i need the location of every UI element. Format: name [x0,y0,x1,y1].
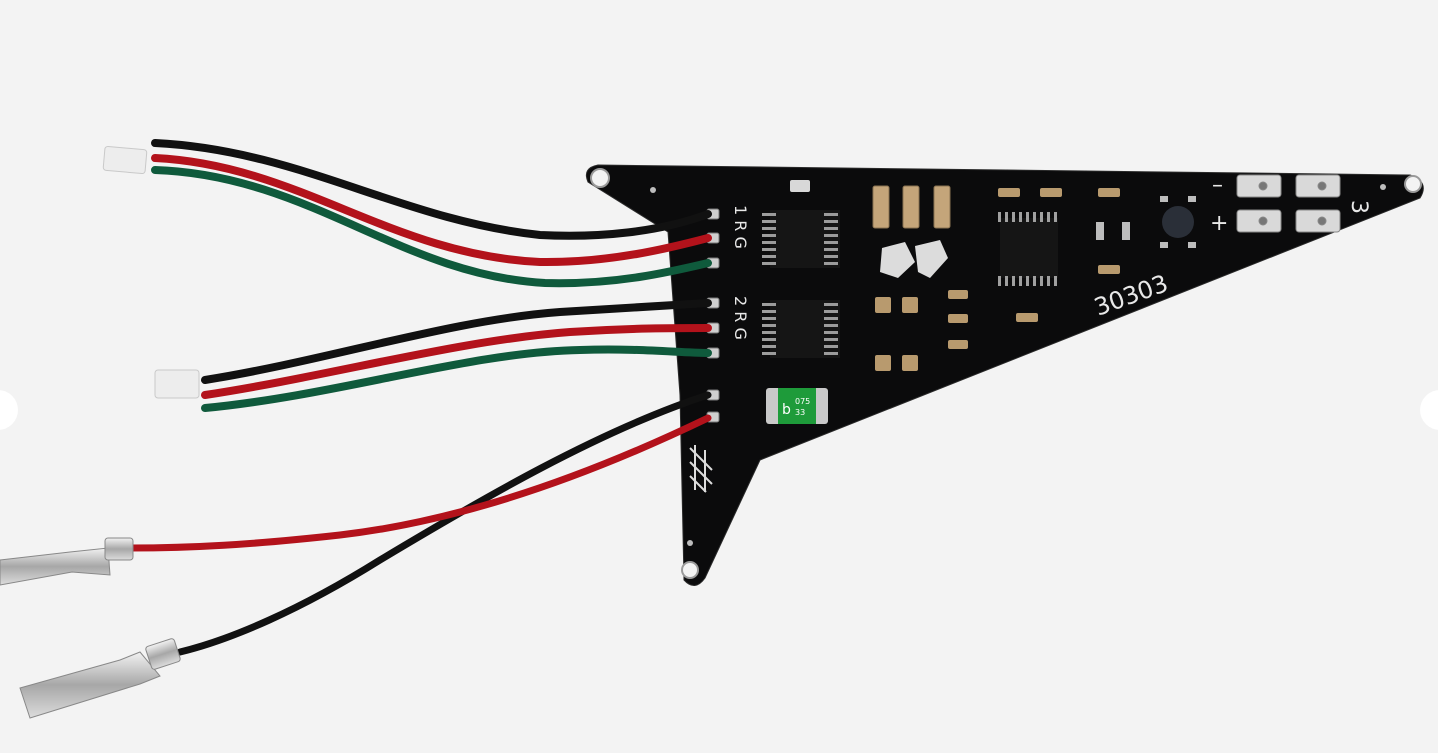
mounting-hole-right [1404,175,1422,193]
channel-2-label: 2 R G [731,296,750,340]
carousel-prev-button[interactable] [0,390,18,430]
connector-plug-2 [154,369,200,399]
smd-components [790,180,1130,371]
driver-ic-upper [762,210,840,268]
output-3-pads [1236,174,1341,233]
brand-emblem-icon [689,445,713,493]
mounting-hole-left [590,168,610,188]
driver-ic-lower [762,300,840,358]
plus-label: + [1210,211,1228,236]
connector-plug-1 [102,145,148,175]
wire-bundle-channel-1 [151,139,712,288]
fuse-marking-code-top: 075 [795,397,810,406]
fuse-component: b 075 33 [766,388,828,424]
power-wires [126,391,712,656]
fuse-marking-code-bottom: 33 [795,408,805,417]
pcb-board: 1 R G 2 R G [585,164,1424,586]
output-3-label: 3 [1346,200,1371,214]
microcontroller-ic [998,212,1058,286]
manufacturer-logo [880,240,948,278]
crimp-terminal-red [0,537,134,586]
channel-1-label: 1 R G [731,205,750,249]
sensor-component [1162,206,1194,238]
capacitors [872,185,951,229]
fuse-marking-letter: b [782,402,791,418]
mounting-hole-bottom [681,561,699,579]
minus-label: – [1212,173,1223,198]
carousel-next-button[interactable] [1420,390,1438,430]
wire-bundle-channel-2 [201,299,712,412]
crimp-terminal-black [19,638,181,719]
